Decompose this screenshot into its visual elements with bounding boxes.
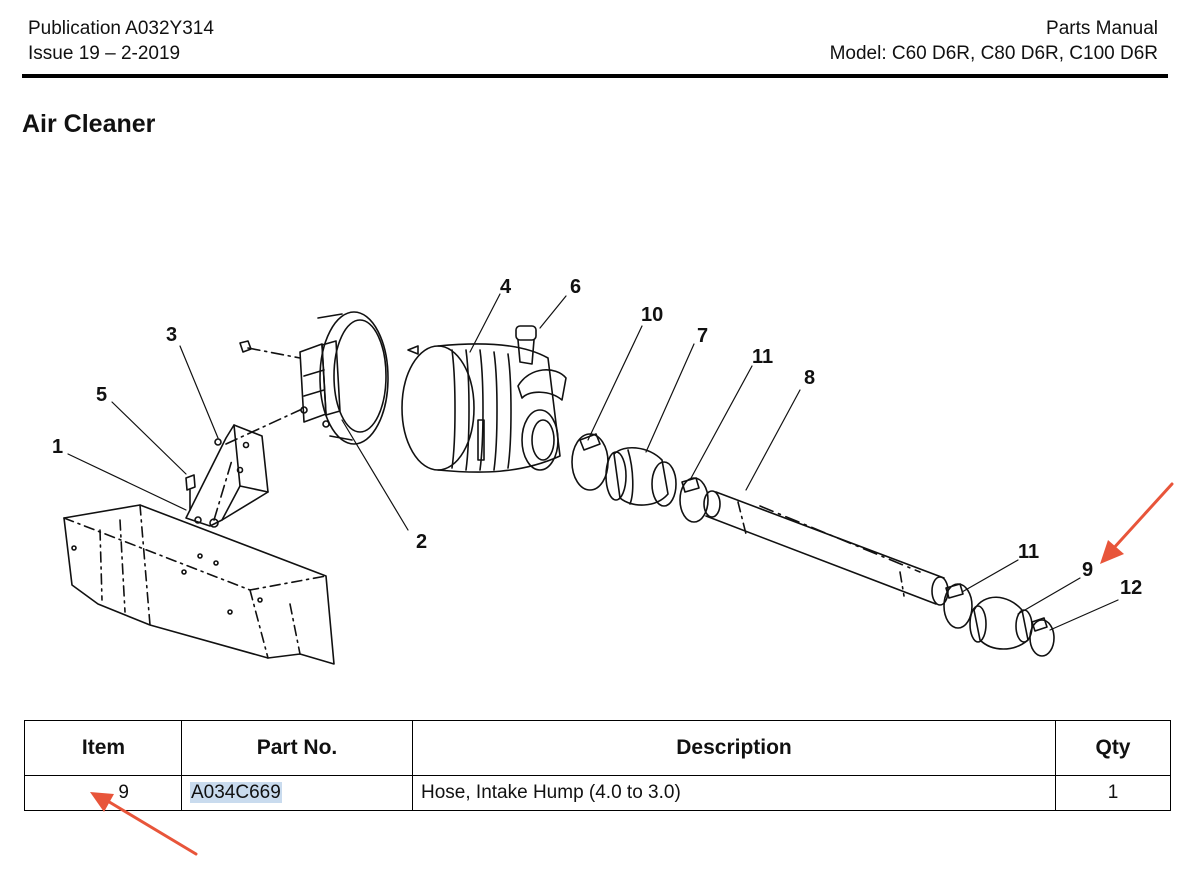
exploded-parts-diagram: 1 2 3 4 5 6 7 8 9 10 11 11 12 (52, 276, 1142, 665)
bolts (185, 340, 252, 511)
cell-part-no[interactable]: A034C669 (181, 775, 413, 811)
callout-6: 6 (570, 276, 581, 298)
issue-date: Issue 19 – 2-2019 (28, 43, 181, 64)
callout-12: 12 (1120, 577, 1142, 599)
table-row: 9 A034C669 Hose, Intake Hump (4.0 to 3.0… (24, 775, 1171, 811)
chassis-frame (63, 504, 335, 665)
manual-title: Parts Manual (1046, 18, 1158, 39)
col-part-no: Part No. (181, 720, 413, 776)
callout-11-upper: 11 (752, 346, 773, 368)
callout-4: 4 (500, 276, 512, 298)
callout-5: 5 (96, 384, 107, 406)
cell-item: 9 (24, 775, 182, 811)
band-clamp-assembly (299, 311, 389, 445)
hose-clamp-10 (571, 433, 609, 491)
callout-10: 10 (641, 304, 663, 326)
section-title: Air Cleaner (22, 110, 156, 138)
part-number-highlight[interactable]: A034C669 (190, 782, 282, 803)
header-rule (22, 74, 1168, 78)
callout-3: 3 (166, 324, 177, 346)
table-header-row: Item Part No. Description Qty (24, 720, 1171, 776)
leader-lines (67, 293, 1119, 631)
col-item: Item (24, 720, 182, 776)
col-description: Description (412, 720, 1056, 776)
callout-11-lower: 11 (1018, 541, 1039, 563)
hose-clamp-11-lower (943, 583, 973, 629)
callout-1: 1 (52, 436, 63, 458)
air-cleaner-housing (401, 343, 567, 473)
hump-hose-9 (969, 596, 1033, 650)
cell-description: Hose, Intake Hump (4.0 to 3.0) (412, 775, 1056, 811)
callout-2: 2 (416, 531, 427, 553)
cell-qty: 1 (1055, 775, 1171, 811)
callout-7: 7 (697, 325, 708, 347)
hump-hose-7 (605, 447, 677, 507)
model-list: Model: C60 D6R, C80 D6R, C100 D6R (829, 43, 1158, 64)
hose-clamp-11-upper (679, 477, 709, 523)
col-qty: Qty (1055, 720, 1171, 776)
header-left: Publication A032Y314 Issue 19 – 2-2019 (28, 16, 214, 66)
hose-clamp-12 (1029, 617, 1055, 657)
mounting-bracket (185, 424, 269, 528)
publication-number: Publication A032Y314 (28, 18, 214, 39)
parts-table: Item Part No. Description Qty 9 A034C669… (24, 720, 1171, 811)
intake-tube-8 (703, 490, 949, 606)
header-right: Parts Manual Model: C60 D6R, C80 D6R, C1… (830, 16, 1158, 66)
vacuator-valve (515, 325, 537, 365)
assembly-lines (213, 347, 301, 521)
callout-8: 8 (804, 367, 815, 389)
callout-labels: 1 2 3 4 5 6 7 8 9 10 11 11 12 (52, 276, 1142, 599)
callout-9: 9 (1082, 559, 1093, 581)
